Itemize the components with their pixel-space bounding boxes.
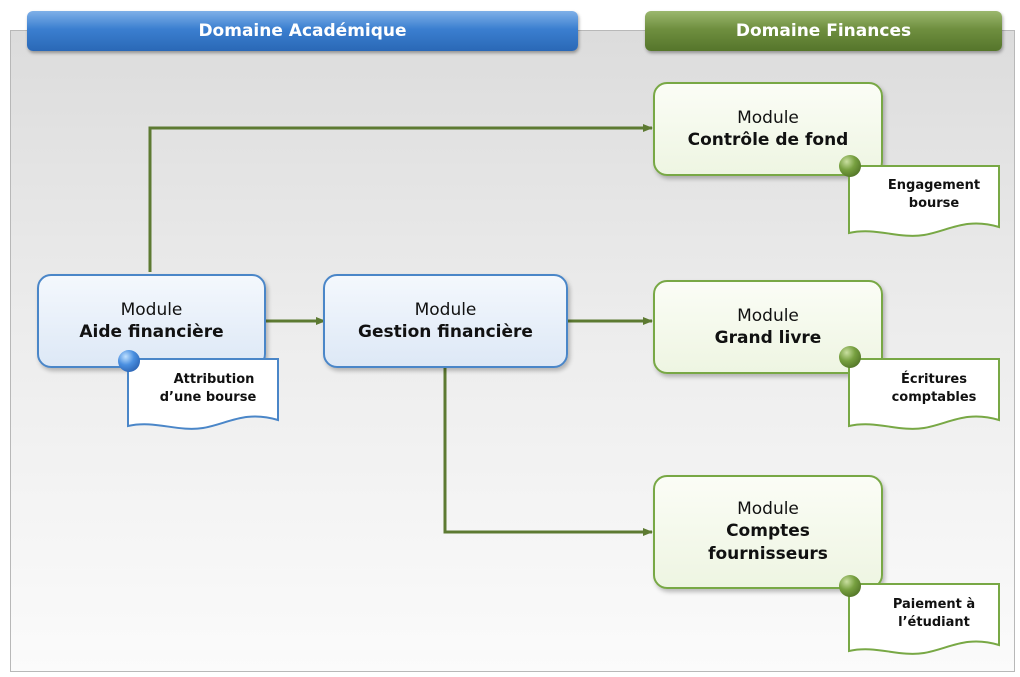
module-comptes-name-2: fournisseurs [708,544,828,564]
document-engagement-line2: bourse [908,196,960,211]
document-engagement-bourse: Engagement bourse [848,165,1000,239]
document-ecritures-text: Écritures comptables [848,371,1000,407]
module-controle-name: Contrôle de fond [687,129,849,150]
document-attribution-line2: d’une bourse [159,390,257,405]
document-shape [848,358,1000,430]
module-gestion-financiere: Module Gestion financière [323,274,568,368]
module-aide-name: Aide financière [79,321,224,342]
connector-dot-green [839,575,861,597]
document-ecritures-line2: comptables [891,390,977,405]
module-comptes-name-1: Comptes [726,521,810,541]
arrow-gestion-to-comptes [443,368,653,536]
module-grandlivre-name: Grand livre [714,327,822,348]
document-attribution-bourse: Attribution d’une bourse [127,358,279,432]
document-paiement-text: Paiement à l’étudiant [848,596,1000,632]
document-ecritures-comptables: Écritures comptables [848,358,1000,432]
module-gestion-name: Gestion financière [358,321,533,342]
document-attribution-text: Attribution d’une bourse [127,371,279,407]
document-paiement-etudiant: Paiement à l’étudiant [848,583,1000,657]
module-controle-label: Module [737,107,799,128]
document-attribution-line1: Attribution [173,372,255,387]
connector-dot-green [839,346,861,368]
document-engagement-text: Engagement bourse [848,177,1000,213]
module-comptes-fournisseurs: Module Comptes fournisseurs [653,475,883,589]
document-shape [848,583,1000,655]
document-shape [848,165,1000,237]
document-ecritures-line1: Écritures [901,372,967,387]
module-grandlivre-label: Module [737,305,799,326]
document-engagement-line1: Engagement [887,178,981,193]
module-aide-label: Module [120,299,183,320]
domain-finances-header: Domaine Finances [645,11,1002,51]
connector-dot-green [839,155,861,177]
domain-academic-header: Domaine Académique [27,11,578,51]
document-shape [127,358,279,430]
module-aide-financiere: Module Aide financière [37,274,266,368]
module-gestion-label: Module [414,299,477,320]
arrow-aide-to-controle [148,124,653,272]
document-paiement-line2: l’étudiant [898,615,970,630]
document-paiement-line1: Paiement à [892,597,976,612]
module-comptes-label: Module [737,499,799,519]
connector-dot-blue [118,350,140,372]
